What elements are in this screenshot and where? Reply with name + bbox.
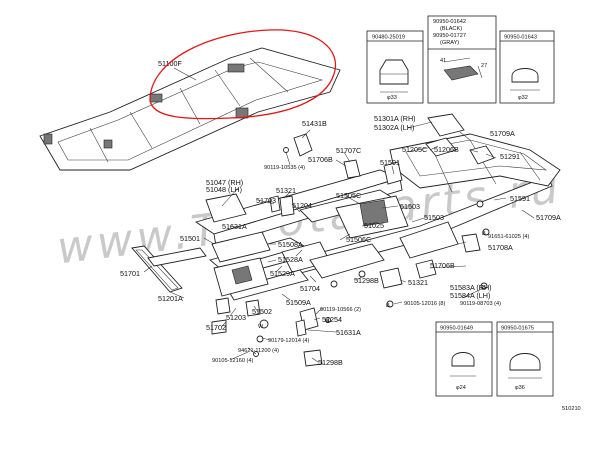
inset-dimension: φ24: [456, 385, 466, 391]
label-51631a: 51631A: [336, 328, 361, 337]
label-51502: 51502: [252, 307, 272, 316]
label-51591: 51591: [510, 194, 530, 203]
label-51301a: 51301A (RH): [374, 114, 416, 123]
inset-dimension: φ33: [387, 95, 397, 101]
label-51204: 51204: [292, 201, 312, 210]
label-51047: 51047 (RH): [206, 178, 243, 187]
label-51591: 51591: [380, 158, 400, 167]
label-51631a: 51631A: [222, 222, 247, 231]
inset-part-number: 90950-01649: [440, 326, 473, 332]
label-90105-12160: 90105-12160 (4): [212, 358, 254, 364]
label-51298b: 51298B: [318, 358, 343, 367]
inset-part-number: 90480-25019: [372, 35, 405, 41]
label-51528a: 51528A: [278, 255, 303, 264]
inset-part-line: (BLACK): [440, 26, 462, 32]
label-51431b: 51431B: [302, 119, 327, 128]
inset-box-top-2: 90950-01642 (BLACK) 90950-01727 (GRAY) 4…: [427, 15, 497, 104]
label-51501: 51501: [180, 234, 200, 243]
label-51706b: 51706B: [430, 261, 455, 270]
label-91651-61025: 91651-61025 (4): [488, 234, 530, 240]
label-51291: 51291: [500, 152, 520, 161]
label-51205c: 51205C: [402, 145, 427, 154]
label-51529a: 51529A: [270, 269, 295, 278]
label-51506c: 51506C: [346, 235, 371, 244]
frame-overview-illustration: 51100F: [39, 47, 341, 171]
label-94621-11200: 94621-11200 (4): [238, 348, 279, 354]
inset-part-line: 90950-01642: [433, 19, 466, 25]
inset-part-number: 90950-01643: [504, 35, 537, 41]
figure-reference-number: 510210: [562, 406, 581, 412]
label-51703: 51703: [256, 196, 276, 205]
label-51503: 51503: [400, 202, 420, 211]
label-51321: 51321: [408, 278, 428, 287]
label-90119-10535: 90119-10535 (4): [264, 165, 305, 171]
label-51706b: 51706B: [308, 155, 333, 164]
inset-box-bottom-1: 90950-01649 φ24: [435, 321, 493, 397]
inset-part-line: 90950-01727: [433, 33, 466, 39]
highlight-ellipse: [149, 29, 337, 120]
label-90119-08703: 90119-08703 (4): [460, 301, 501, 307]
washer-symbol-w: W: [258, 324, 264, 330]
part-labels: 51431B 51301A (RH) 51302A (LH) 51709A 90…: [120, 114, 561, 367]
inset-dimension: φ32: [518, 95, 528, 101]
label-51025: 51025: [364, 221, 384, 230]
inset-box-bottom-2: 90950-01675 φ36: [496, 321, 554, 397]
label-51203: 51203: [226, 313, 246, 322]
label-51709a: 51709A: [536, 213, 561, 222]
main-frame-illustration: [131, 113, 561, 367]
label-90105-12016: 90105-12016 (8): [404, 301, 446, 307]
label-51505c: 51505C: [336, 191, 361, 200]
label-51508a: 51508A: [278, 240, 303, 249]
inset-box-top-3: 90950-01643 φ32: [499, 30, 555, 104]
bolt-symbol-b: B: [482, 285, 486, 291]
label-51707c: 51707C: [336, 146, 361, 155]
label-51509a: 51509A: [286, 298, 311, 307]
label-51702: 51702: [206, 323, 226, 332]
label-51302a: 51302A (LH): [374, 123, 414, 132]
inset-box-top-1: 90480-25019 φ33: [366, 30, 424, 104]
bolt-symbol-b: B: [482, 231, 486, 237]
inset-part-number: 90950-01675: [501, 326, 534, 332]
leader-lines: [143, 121, 535, 363]
label-51321: 51321: [276, 186, 296, 195]
label-90119-10566: 90119-10566 (2): [320, 307, 361, 313]
label-51701: 51701: [120, 269, 140, 278]
label-51503: 51503: [424, 213, 444, 222]
label-51254: 51254: [322, 315, 342, 324]
label-51583a: 51583A (RH): [450, 283, 492, 292]
label-51709a: 51709A: [490, 129, 515, 138]
label-51206b: 51206B: [434, 145, 459, 154]
label-51048: 51048 (LH): [206, 185, 242, 194]
label-51100f: 51100F: [158, 59, 182, 68]
label-51708a: 51708A: [488, 243, 513, 252]
bolt-symbol-b: B: [386, 303, 390, 309]
label-51298b: 51298B: [354, 276, 379, 285]
bolt-symbol-b: B: [326, 319, 330, 325]
inset-dimension: 41: [440, 58, 446, 64]
label-51201a: 51201A: [158, 294, 183, 303]
label-51704: 51704: [300, 284, 320, 293]
inset-dimension: φ36: [515, 385, 525, 391]
inset-dimension: 27: [481, 63, 487, 69]
label-90179-12014: 90179-12014 (4): [268, 338, 310, 344]
inset-part-line: (GRAY): [440, 40, 459, 46]
label-51584a: 51584A (LH): [450, 291, 490, 300]
